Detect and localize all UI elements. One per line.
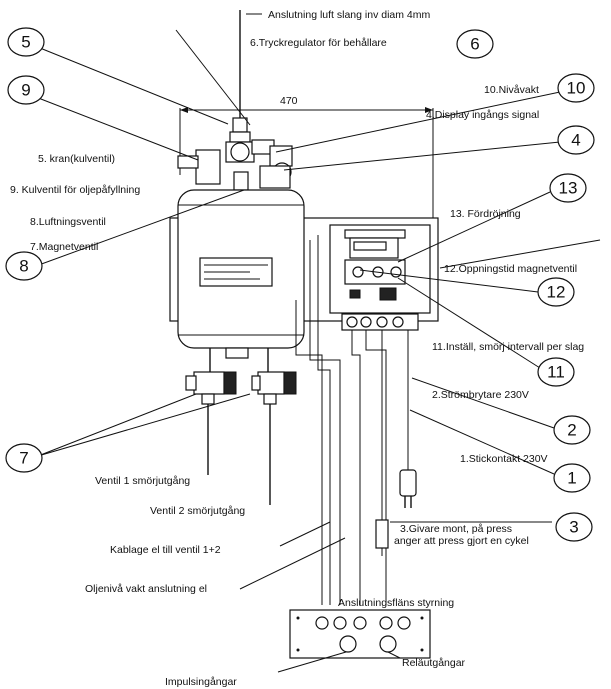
leader-lines: [27, 13, 601, 673]
ball-valve-body: [195, 149, 221, 185]
dimension-label: 470: [280, 95, 298, 107]
label-pressure-regulator: 6.Tryckregulator för behållare: [250, 37, 387, 49]
callout-5: 5: [7, 27, 45, 57]
label-valve-1-output: Ventil 1 smörjutgång: [95, 475, 190, 487]
label-opening-time: 12.Öppningstid magnetventil: [444, 263, 577, 275]
solenoid-valve-2: [251, 348, 297, 505]
tank: [177, 189, 305, 359]
callout-13: 13: [549, 173, 587, 203]
power-plug: [399, 469, 417, 508]
callout-11: 11: [537, 357, 575, 387]
label-vent-valve: 8.Luftningsventil: [30, 216, 106, 228]
label-valve-2-output: Ventil 2 smörjutgång: [150, 505, 245, 517]
svg-text:3: 3: [569, 518, 578, 537]
callout-7: 7: [5, 443, 43, 473]
label-oil-fill-valve: 9. Kulventil för oljepåfyllning: [10, 184, 140, 196]
control-box: [329, 224, 431, 331]
label-sensor-line1: 3.Givare mont, på press: [400, 523, 512, 535]
label-power-switch: 2.Strömbrytare 230V: [432, 389, 529, 401]
connection-flange: [289, 609, 431, 659]
label-solenoid-valve: 7.Magnetventil: [30, 241, 98, 253]
callout-1: 1: [553, 463, 591, 493]
callout-4: 4: [557, 125, 595, 155]
svg-text:9: 9: [21, 81, 30, 100]
label-display: 4.Display ingångs signal: [426, 109, 539, 121]
svg-text:6: 6: [470, 35, 479, 54]
top-fittings: [177, 10, 293, 191]
press-sensor: [375, 519, 389, 556]
solenoid-valve-1: [185, 348, 237, 475]
svg-text:5: 5: [21, 33, 30, 52]
power-switch-icon: [379, 287, 397, 301]
svg-text:13: 13: [559, 179, 578, 198]
svg-text:10: 10: [567, 79, 586, 98]
label-oil-level-connection: Oljenivå vakt anslutning el: [85, 583, 207, 595]
dimension-470: 470: [179, 95, 434, 220]
svg-text:12: 12: [547, 283, 566, 302]
callout-9: 9: [7, 75, 45, 105]
label-plug: 1.Stickontakt 230V: [460, 453, 548, 465]
svg-text:1: 1: [567, 469, 576, 488]
svg-text:7: 7: [19, 449, 28, 468]
relay-output-connector: [379, 635, 397, 653]
callout-3: 3: [555, 512, 593, 542]
delay-knob-icon: [352, 266, 364, 278]
wiring: [295, 235, 409, 605]
label-sensor-line2: anger att press gjort en cykel: [394, 535, 529, 547]
callout-2: 2: [553, 415, 591, 445]
svg-text:4: 4: [571, 131, 580, 150]
callout-8: 8: [5, 251, 43, 281]
label-relay-outputs: Reläutgångar: [402, 657, 466, 669]
interval-knob-icon: [390, 266, 402, 278]
label-level-switch: 10.Nivåvakt: [484, 84, 539, 96]
callout-6: 6: [456, 29, 494, 59]
label-interval: 11.Inställ, smörj intervall per slag: [432, 341, 584, 353]
svg-text:8: 8: [19, 257, 28, 276]
label-ball-valve: 5. kran(kulventil): [38, 153, 115, 165]
callout-10: 10: [557, 73, 595, 103]
svg-text:2: 2: [567, 421, 576, 440]
label-cable: Kablage el till ventil 1+2: [110, 544, 221, 556]
label-flange: Anslutningsfläns styrning: [338, 597, 454, 609]
pulse-input-connector: [339, 635, 357, 653]
callout-12: 12: [537, 277, 575, 307]
svg-text:11: 11: [547, 363, 565, 382]
label-air-hose: Anslutning luft slang inv diam 4mm: [268, 9, 430, 21]
label-pulse-inputs: Impulsingångar: [165, 676, 237, 688]
label-delay: 13. Fördröjning: [450, 208, 521, 220]
